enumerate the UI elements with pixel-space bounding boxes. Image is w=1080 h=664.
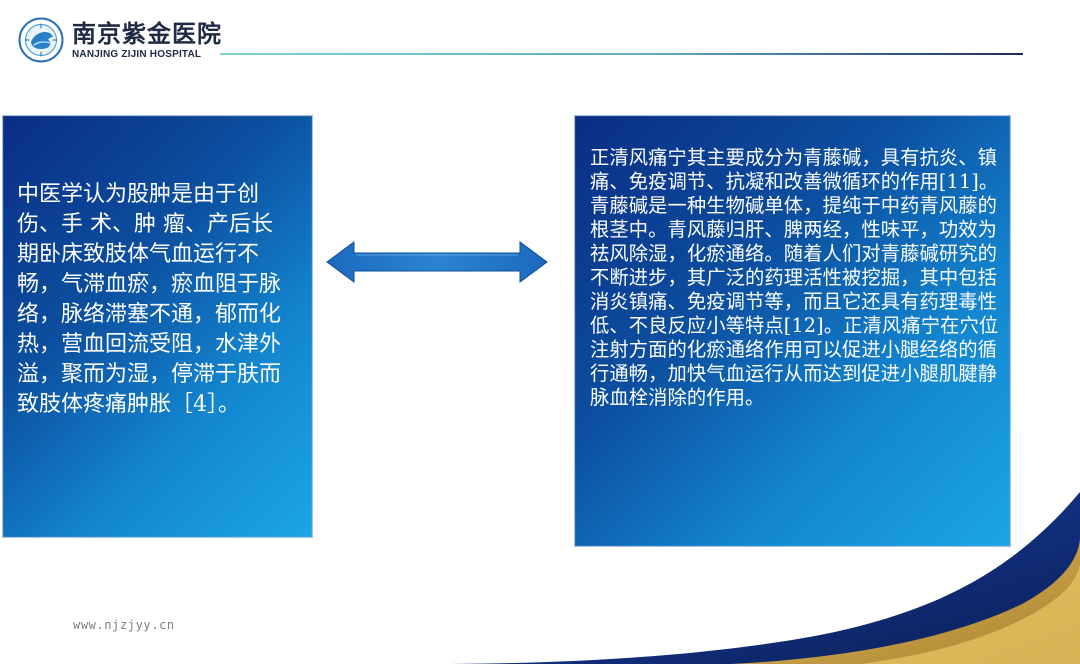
right-text-panel: 正清风痛宁其主要成分为青藤碱，具有抗炎、镇痛、免疫调节、抗凝和改善微循环的作用[… <box>574 115 1011 547</box>
hospital-name-cn: 南京紫金医院 <box>72 20 222 48</box>
left-panel-text: 中医学认为股肿是由于创伤、手 术、肿 瘤、产后长期卧床致肢体气血运行不畅，气滞血… <box>17 182 282 417</box>
hospital-name-en: NANJING ZIJIN HOSPITAL <box>72 49 202 60</box>
brand: 南京紫金医院 NANJING ZIJIN HOSPITAL <box>72 20 222 61</box>
header-divider <box>220 53 1023 55</box>
right-panel-text: 正清风痛宁其主要成分为青藤碱，具有抗炎、镇痛、免疫调节、抗凝和改善微循环的作用[… <box>590 146 999 409</box>
double-arrow-icon <box>326 241 548 283</box>
hospital-logo-icon <box>18 17 64 63</box>
footer-url: www.njzjyy.cn <box>73 618 175 632</box>
decorative-wave <box>430 492 1080 664</box>
left-text-panel: 中医学认为股肿是由于创伤、手 术、肿 瘤、产后长期卧床致肢体气血运行不畅，气滞血… <box>2 115 313 538</box>
